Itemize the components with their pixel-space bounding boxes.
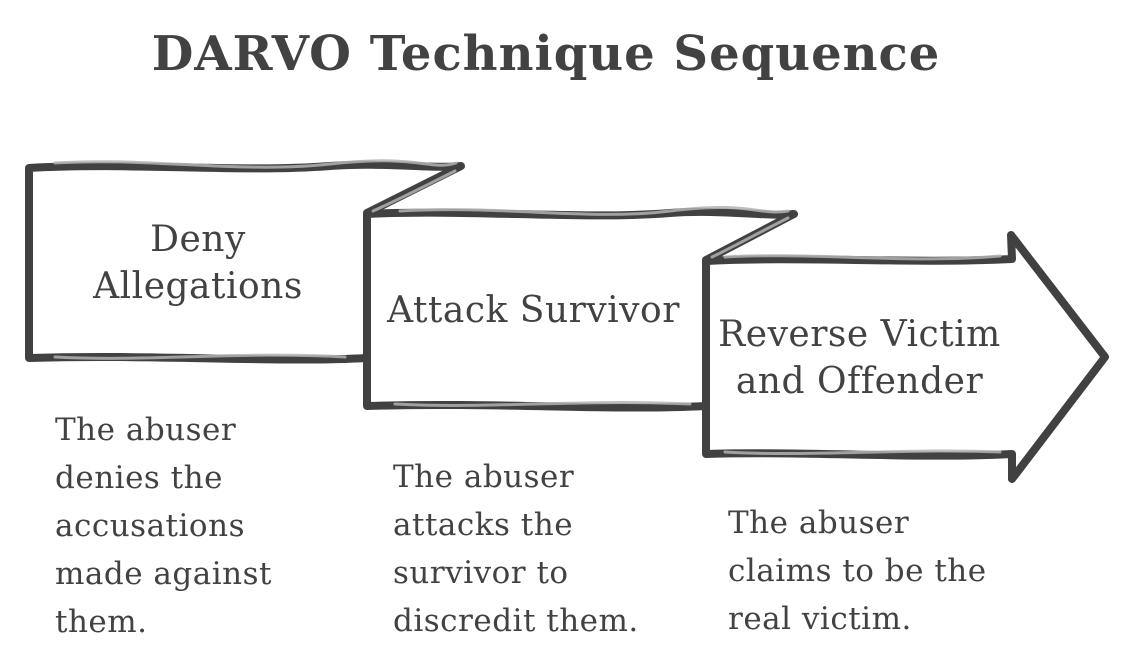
step-3-description: The abuser claims to be the real victim. xyxy=(728,505,987,637)
sketch-stroke xyxy=(393,401,692,407)
sketch-stroke xyxy=(53,353,347,360)
step-1-description: The abuser denies the accusations made a… xyxy=(55,412,272,640)
sketch-stroke xyxy=(723,254,1002,261)
step-2-label: Attack Survivor xyxy=(387,290,680,331)
sketch-stroke xyxy=(723,449,1002,456)
sketch-stroke xyxy=(53,159,458,169)
step-2-description: The abuser attacks the survivor to discr… xyxy=(393,459,639,639)
sketch-stroke xyxy=(398,205,790,216)
sketch-stroke xyxy=(371,169,457,213)
sketch-stroke xyxy=(710,216,790,259)
step-3-label: Reverse Victim and Offender xyxy=(718,313,1001,402)
diagram-title: DARVO Technique Sequence xyxy=(151,26,941,82)
step-1-label: Deny Allegations xyxy=(93,219,303,307)
